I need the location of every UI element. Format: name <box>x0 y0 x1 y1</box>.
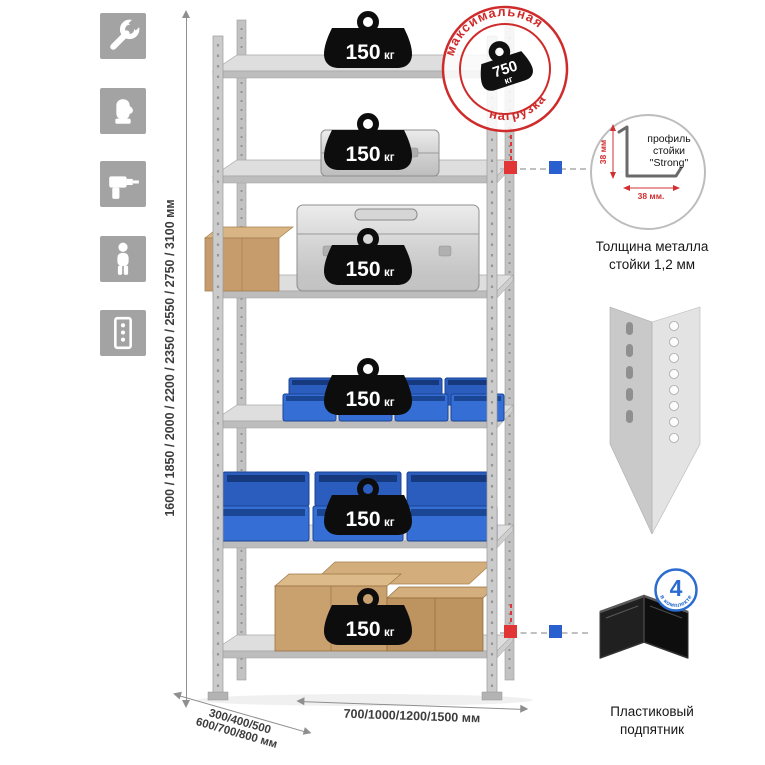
svg-text:кг: кг <box>503 74 514 86</box>
shelf-load-badge-5: 150 кг <box>316 475 420 541</box>
shelf-load-badge-2: 150 кг <box>316 110 420 176</box>
included-count-badge: 4 в комплекте <box>652 566 700 614</box>
person-icon <box>117 242 129 275</box>
height-dimension-label: 1600 / 1850 / 2000 / 2200 / 2350 / 2550 … <box>163 199 177 517</box>
max-load-stamp: максимальная нагрузка 750 кг <box>432 0 572 136</box>
corner-post-detail <box>609 306 701 535</box>
feature-tile-tools <box>100 13 146 59</box>
feature-tile-drill <box>100 161 146 207</box>
cardboard-box-small <box>203 226 295 292</box>
height-arrow-top <box>182 10 190 18</box>
svg-text:стойки: стойки <box>653 145 685 157</box>
feature-tile-person <box>100 236 146 282</box>
profile-dim-vertical: 38 мм <box>598 140 608 164</box>
svg-text:профиль: профиль <box>647 133 691 145</box>
marker-blue-bottom <box>549 625 562 638</box>
marker-red-top <box>504 161 517 174</box>
svg-text:кг: кг <box>384 267 395 279</box>
svg-text:кг: кг <box>384 50 395 62</box>
svg-text:750: 750 <box>491 58 520 82</box>
svg-text:150: 150 <box>345 258 380 281</box>
gloves-icon <box>115 99 133 124</box>
svg-text:150: 150 <box>345 143 380 166</box>
profile-caption: Толщина металла стойки 1,2 мм <box>595 239 709 272</box>
marker-red-bottom <box>504 625 517 638</box>
rack-profile-icon <box>114 316 132 350</box>
svg-text:150: 150 <box>345 388 380 411</box>
svg-text:"Strong": "Strong" <box>650 157 689 169</box>
feature-tile-profile <box>100 310 146 356</box>
svg-text:150: 150 <box>345 41 380 64</box>
post-slot-holes <box>626 322 633 423</box>
rack-front-posts <box>207 35 503 701</box>
shelf-load-badge-1: 150 кг <box>316 8 420 74</box>
svg-text:4: 4 <box>670 575 683 601</box>
svg-text:кг: кг <box>384 397 395 409</box>
shelf-load-badge-3: 150 кг <box>316 225 420 291</box>
profile-cross-section <box>617 125 683 178</box>
svg-text:150: 150 <box>345 618 380 641</box>
callout-line-profile <box>500 168 586 170</box>
svg-text:кг: кг <box>384 152 395 164</box>
weight-handle-icon <box>357 11 379 33</box>
floor-shadow <box>197 694 533 706</box>
foot-caption: Пластиковый подпятник <box>610 704 694 737</box>
height-arrow-bottom <box>182 700 190 708</box>
height-dimension-line <box>186 16 187 702</box>
svg-text:кг: кг <box>384 627 395 639</box>
marker-blue-top <box>549 161 562 174</box>
profile-dim-horizontal: 38 мм. <box>638 191 665 201</box>
feature-tile-gloves <box>100 88 146 134</box>
profile-detail: 38 мм 38 мм. профиль стойки "Strong" <box>586 110 710 234</box>
post-round-holes <box>669 321 679 443</box>
wrench-icon <box>110 15 144 50</box>
shelf-load-badge-4: 150 кг <box>316 355 420 421</box>
shelf-load-badge-6: 150 кг <box>316 585 420 651</box>
svg-text:кг: кг <box>384 517 395 529</box>
svg-text:150: 150 <box>345 508 380 531</box>
callout-line-foot <box>500 632 588 634</box>
drill-icon <box>109 176 139 199</box>
